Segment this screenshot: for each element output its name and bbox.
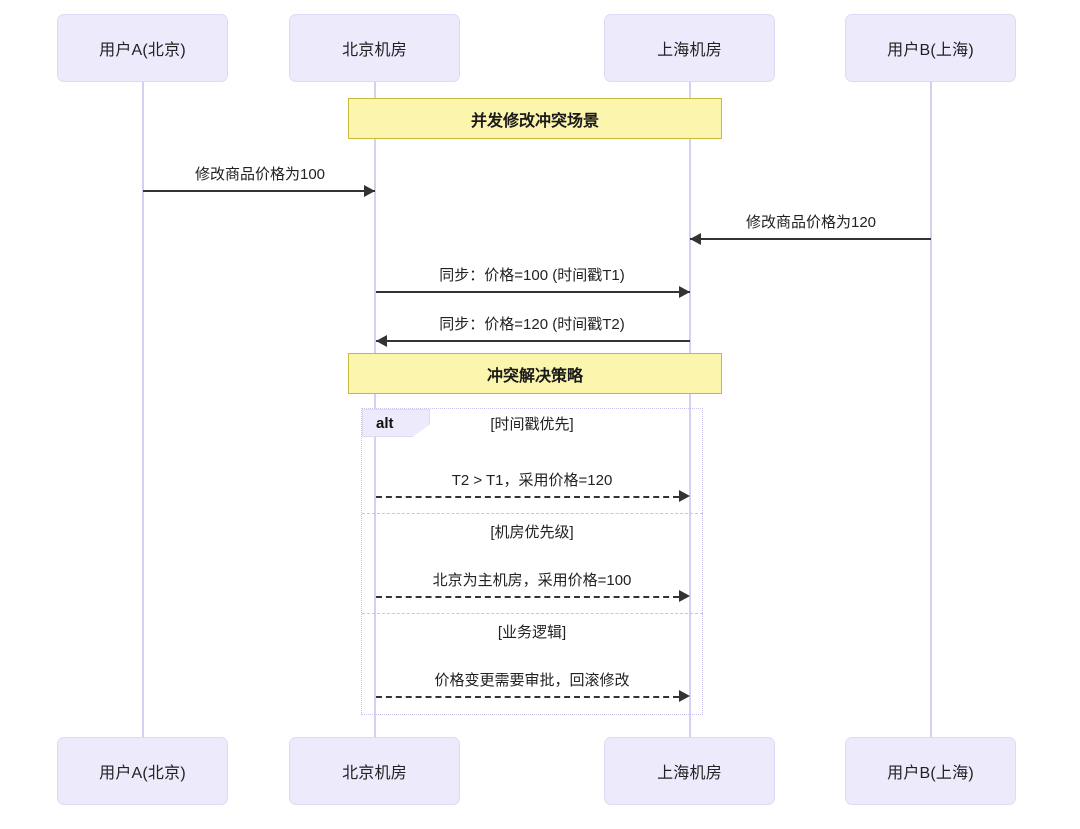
alt-message-line-1 [376,496,679,498]
alt-condition-2: [机房优先级] [490,524,574,541]
alt-message-line-2 [376,596,679,598]
alt-divider-2 [362,613,703,614]
message-label-3: 同步：价格=100 (时间戳T1) [439,267,625,284]
alt-message-label-2: 北京为主机房，采用价格=100 [432,572,632,589]
message-line-2 [690,238,931,240]
alt-message-label-3: 价格变更需要审批，回滚修改 [434,672,630,689]
alt-fragment-label: alt [362,409,430,437]
message-line-3 [376,291,690,293]
message-arrowhead-1 [364,185,375,197]
alt-message-arrowhead-2 [679,590,690,602]
participant-userB-top[interactable]: 用户B(上海) [845,14,1016,82]
alt-divider-1 [362,513,703,514]
participant-bjIdc-top[interactable]: 北京机房 [289,14,460,82]
participant-shIdc-top[interactable]: 上海机房 [604,14,775,82]
message-arrowhead-2 [690,233,701,245]
message-label-2: 修改商品价格为120 [745,214,877,231]
note-scenario: 并发修改冲突场景 [348,98,722,139]
message-arrowhead-4 [376,335,387,347]
participant-bjIdc-bottom[interactable]: 北京机房 [289,737,460,805]
lifeline-shIdc [689,82,691,740]
participant-userB-bottom[interactable]: 用户B(上海) [845,737,1016,805]
message-label-4: 同步：价格=120 (时间戳T2) [439,316,625,333]
alt-fragment-frame [361,408,703,715]
message-line-4 [376,340,690,342]
participant-userA-bottom[interactable]: 用户A(北京) [57,737,228,805]
lifeline-userA [142,82,144,740]
message-arrowhead-3 [679,286,690,298]
lifeline-userB [930,82,932,740]
note-strategy: 冲突解决策略 [348,353,722,394]
alt-message-label-1: T2 > T1，采用价格=120 [451,472,613,489]
alt-message-arrowhead-3 [679,690,690,702]
alt-message-line-3 [376,696,679,698]
alt-condition-1: [时间戳优先] [490,416,574,433]
alt-message-arrowhead-1 [679,490,690,502]
alt-condition-3: [业务逻辑] [497,624,567,641]
participant-userA-top[interactable]: 用户A(北京) [57,14,228,82]
participant-shIdc-bottom[interactable]: 上海机房 [604,737,775,805]
message-label-1: 修改商品价格为100 [194,166,326,183]
message-line-1 [143,190,375,192]
